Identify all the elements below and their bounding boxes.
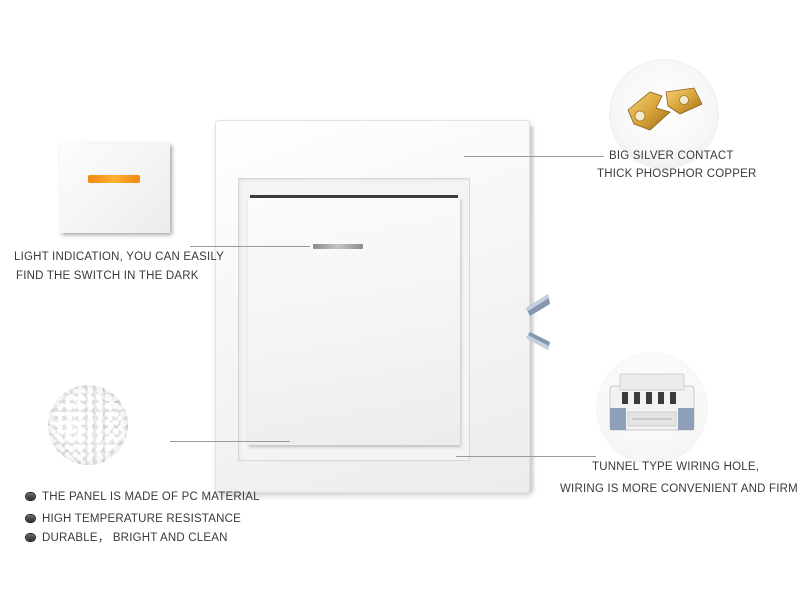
indicator-light-icon [313,244,363,249]
callout-wiring-line2: WIRING IS MORE CONVENIENT AND FIRM [560,483,798,495]
contact-detail-image [610,60,718,168]
rocker-button [248,198,460,445]
rocker-gap [250,195,458,198]
leader-line-light [190,246,310,247]
mounting-clip-icon [526,294,550,350]
feature-item: HIGH TEMPERATURE RESISTANCE [42,513,242,525]
callout-light-line2: FIND THE SWITCH IN THE DARK [16,270,199,282]
callout-contact-line1: BIG SILVER CONTACT [609,150,734,162]
leader-line-wiring [456,456,596,457]
callout-wiring-line1: TUNNEL TYPE WIRING HOLE, [592,461,760,473]
feature-item: THE PANEL IS MADE OF PC MATERIAL [42,491,260,503]
bullet-icon [26,534,35,541]
bullet-icon [26,493,35,500]
feature-item: DURABLE， BRIGHT AND CLEAN [42,532,228,544]
pc-material-image [48,385,128,465]
orange-indicator-icon [88,175,140,183]
bullet-icon [26,515,35,522]
callout-contact-line2: THICK PHOSPHOR COPPER [597,168,757,180]
leader-line-contact [464,156,604,157]
callout-light-line1: LIGHT INDICATION, YOU CAN EASILY [14,251,225,263]
terminal-detail-image [596,352,708,464]
leader-line-material [170,441,290,442]
light-detail-image [60,143,170,233]
contact-part-icon [627,87,703,131]
terminal-block-icon [609,373,695,431]
